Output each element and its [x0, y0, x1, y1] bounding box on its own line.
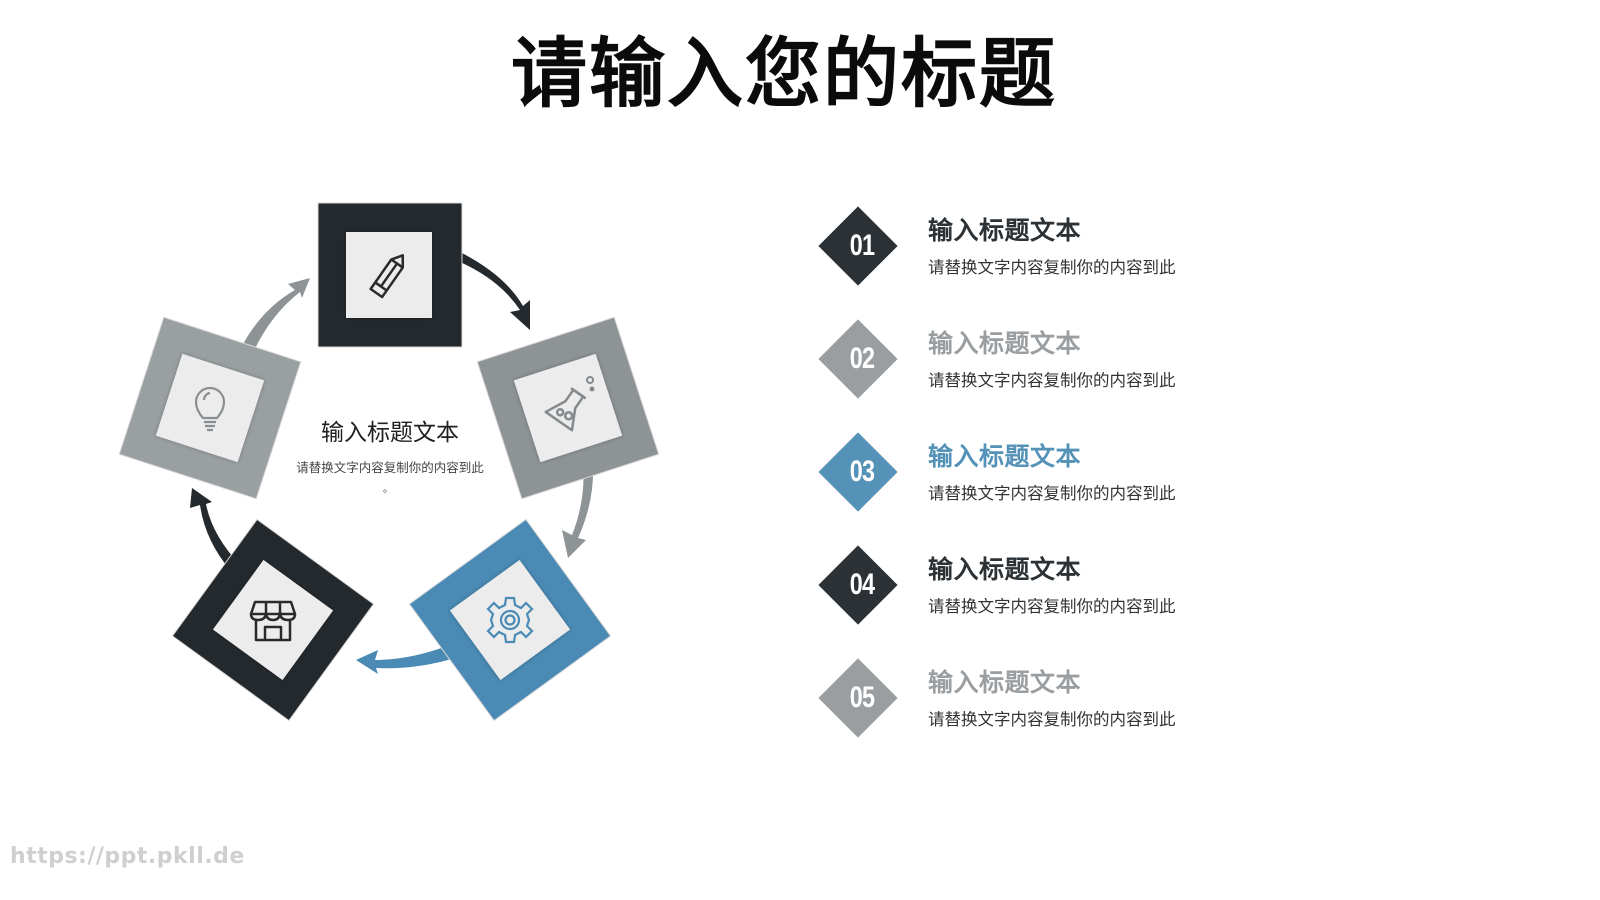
pencil-icon: [369, 254, 405, 299]
item-number: 05: [849, 681, 875, 714]
item-title: 输入标题文本: [928, 216, 1082, 245]
item-description: 请替换文字内容复制你的内容到此: [928, 258, 1176, 277]
list-item-05[interactable]: 05 输入标题文本 请替换文字内容复制你的内容到此: [818, 658, 1240, 752]
center-dot: 。: [383, 484, 393, 495]
item-number: 04: [849, 568, 875, 601]
arrow-1-to-2: [460, 252, 530, 330]
list-item-02[interactable]: 02 输入标题文本 请替换文字内容复制你的内容到此: [818, 319, 1240, 413]
arrow-4-to-5: [190, 488, 240, 570]
lightbulb-icon: [194, 386, 226, 432]
list-item-03[interactable]: 03 输入标题文本 请替换文字内容复制你的内容到此: [818, 432, 1240, 526]
item-number: 01: [849, 229, 875, 262]
item-description: 请替换文字内容复制你的内容到此: [928, 597, 1176, 616]
item-title: 输入标题文本: [928, 442, 1082, 471]
gear-icon: [486, 596, 534, 644]
cycle-node-2[interactable]: [476, 316, 660, 500]
item-description: 请替换文字内容复制你的内容到此: [928, 371, 1176, 390]
item-title: 输入标题文本: [928, 555, 1082, 584]
center-description: 请替换文字内容复制你的内容到此: [296, 460, 484, 475]
cycle-graphic: [118, 202, 660, 722]
cycle-node-4[interactable]: [171, 518, 375, 722]
list-item-01[interactable]: 01 输入标题文本 请替换文字内容复制你的内容到此: [818, 206, 1240, 300]
item-number: 03: [849, 455, 875, 488]
watermark: https://ppt.pkll.de: [10, 844, 245, 869]
arrow-5-to-1: [240, 278, 310, 355]
item-title: 输入标题文本: [928, 668, 1082, 697]
cycle-diagram: [110, 190, 670, 730]
cycle-node-5[interactable]: [118, 316, 302, 500]
cycle-node-1[interactable]: [317, 202, 463, 348]
item-description: 请替换文字内容复制你的内容到此: [928, 484, 1176, 503]
store-icon: [249, 600, 297, 642]
item-title: 输入标题文本: [928, 329, 1082, 358]
item-number: 02: [849, 342, 875, 375]
list-item-04[interactable]: 04 输入标题文本 请替换文字内容复制你的内容到此: [818, 545, 1240, 639]
flask-icon: [544, 387, 587, 432]
cycle-node-3[interactable]: [408, 518, 612, 722]
page-title: 请输入您的标题: [511, 29, 1057, 118]
item-description: 请替换文字内容复制你的内容到此: [928, 710, 1176, 729]
arrow-3-to-4: [356, 645, 455, 674]
center-title: 输入标题文本: [321, 420, 459, 446]
